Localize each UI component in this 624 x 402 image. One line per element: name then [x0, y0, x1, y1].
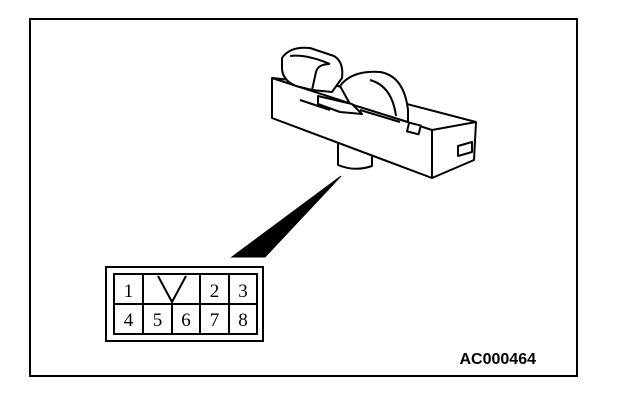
figure-code: AC000464 — [460, 351, 537, 368]
knob-top-line — [289, 54, 331, 65]
pin-3-label: 3 — [238, 281, 248, 302]
key-notch — [157, 275, 187, 305]
hood-inner-line — [369, 79, 397, 117]
connector-pin-layout — [105, 266, 264, 342]
switch-knob — [281, 46, 344, 93]
pin-8-label: 8 — [238, 310, 248, 331]
knob-front-line — [311, 63, 331, 91]
pin-6-label: 6 — [181, 310, 191, 331]
switch-body-illustration — [271, 46, 477, 179]
switch-hood — [339, 70, 409, 123]
leader-wedge — [230, 175, 342, 258]
pin-5-label: 5 — [153, 310, 163, 331]
lever-detail-line — [299, 99, 401, 123]
housing-end-tab — [457, 141, 473, 157]
switch-lever — [317, 95, 363, 115]
connector-outline — [105, 266, 264, 342]
pin-7-label: 7 — [210, 310, 220, 331]
pin-4-label: 4 — [124, 310, 134, 331]
pin-1-label: 1 — [124, 281, 134, 302]
pin-2-label: 2 — [210, 281, 220, 302]
housing-mark — [405, 121, 422, 136]
